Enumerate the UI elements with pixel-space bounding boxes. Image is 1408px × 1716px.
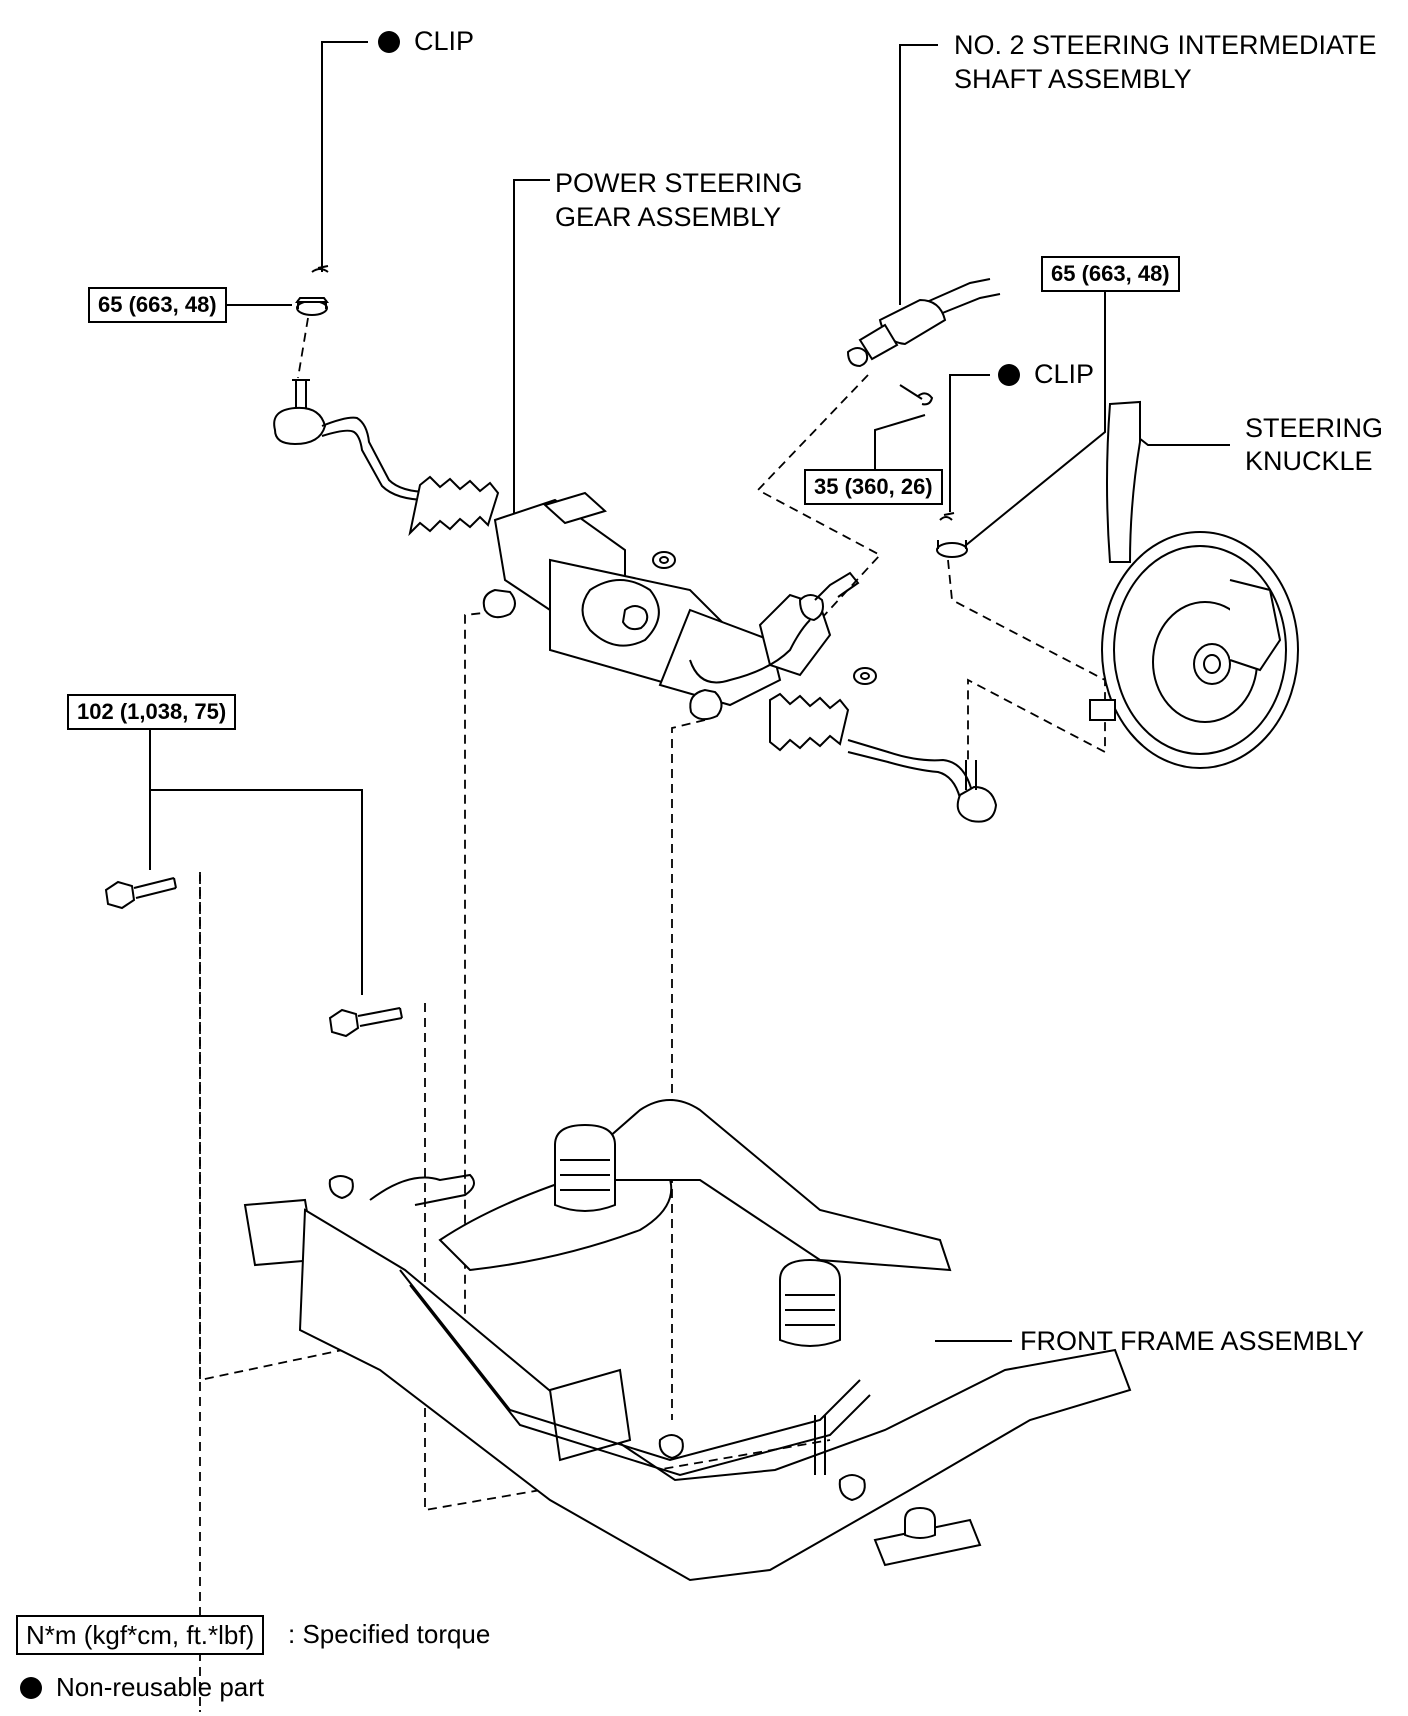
- label-intermediate-shaft-line2: SHAFT ASSEMBLY: [954, 64, 1192, 94]
- nonreusable-bullet-legend: [20, 1677, 42, 1699]
- leader-torque-tie-rod-right: [959, 288, 1106, 551]
- legend-torque-desc: : Specified torque: [288, 1619, 491, 1649]
- dash-tie-rod-right: [947, 559, 1106, 760]
- dash-rack-mount-right: [671, 719, 706, 1420]
- dash-bolt-to-frame-middle: [424, 1003, 831, 1512]
- front-frame-shape: [243, 1099, 1132, 1582]
- leader-steering-knuckle: [1134, 434, 1230, 446]
- leader-clip-right: [949, 374, 990, 512]
- label-intermediate-shaft-line1: NO. 2 STEERING INTERMEDIATE: [954, 30, 1377, 60]
- label-front-frame: FRONT FRAME ASSEMBLY: [1020, 1326, 1365, 1356]
- label-power-steering-line1: POWER STEERING: [555, 168, 803, 198]
- frame-bolt-shapes: [104, 877, 403, 1038]
- leader-intermediate-shaft: [899, 44, 938, 305]
- dash-tie-rod-left: [297, 317, 309, 379]
- leader-clip-left: [321, 41, 368, 272]
- label-power-steering-line2: GEAR ASSEMBLY: [555, 202, 782, 232]
- legend-torque-unit: N*m (kgf*cm, ft.*lbf): [16, 1615, 265, 1655]
- torque-tie-rod-left: 65 (663, 48): [88, 287, 227, 323]
- dash-shaft-joint: [756, 374, 882, 621]
- leader-power-steering: [513, 179, 550, 520]
- nut-right: [936, 542, 968, 558]
- clip-left-shape: [311, 265, 329, 273]
- leader-torque-shaft-bolt: [874, 414, 926, 470]
- legend-nonreusable: Non-reusable part: [56, 1672, 265, 1702]
- power-steering-gear-shape: [273, 379, 998, 823]
- steering-knuckle-shape: [1089, 400, 1299, 769]
- clip-right-shape: [939, 512, 955, 521]
- label-steering-knuckle-line1: STEERING: [1245, 413, 1384, 443]
- torque-tie-rod-right: 65 (663, 48): [1041, 256, 1180, 292]
- nonreusable-bullet-clip-left: [378, 31, 400, 53]
- dash-bolt-to-frame-left: [199, 875, 391, 1382]
- label-steering-knuckle-line2: KNUCKLE: [1245, 446, 1373, 476]
- torque-shaft-bolt: 35 (360, 26): [804, 469, 943, 505]
- nut-left: [296, 300, 328, 316]
- label-clip-left: CLIP: [414, 26, 475, 56]
- intermediate-shaft-shape: [846, 278, 1001, 406]
- label-clip-right: CLIP: [1034, 359, 1095, 389]
- leader-frame-bolt-branch: [150, 789, 363, 995]
- torque-frame-bolts: 102 (1,038, 75): [67, 694, 237, 730]
- nonreusable-bullet-clip-right: [998, 364, 1020, 386]
